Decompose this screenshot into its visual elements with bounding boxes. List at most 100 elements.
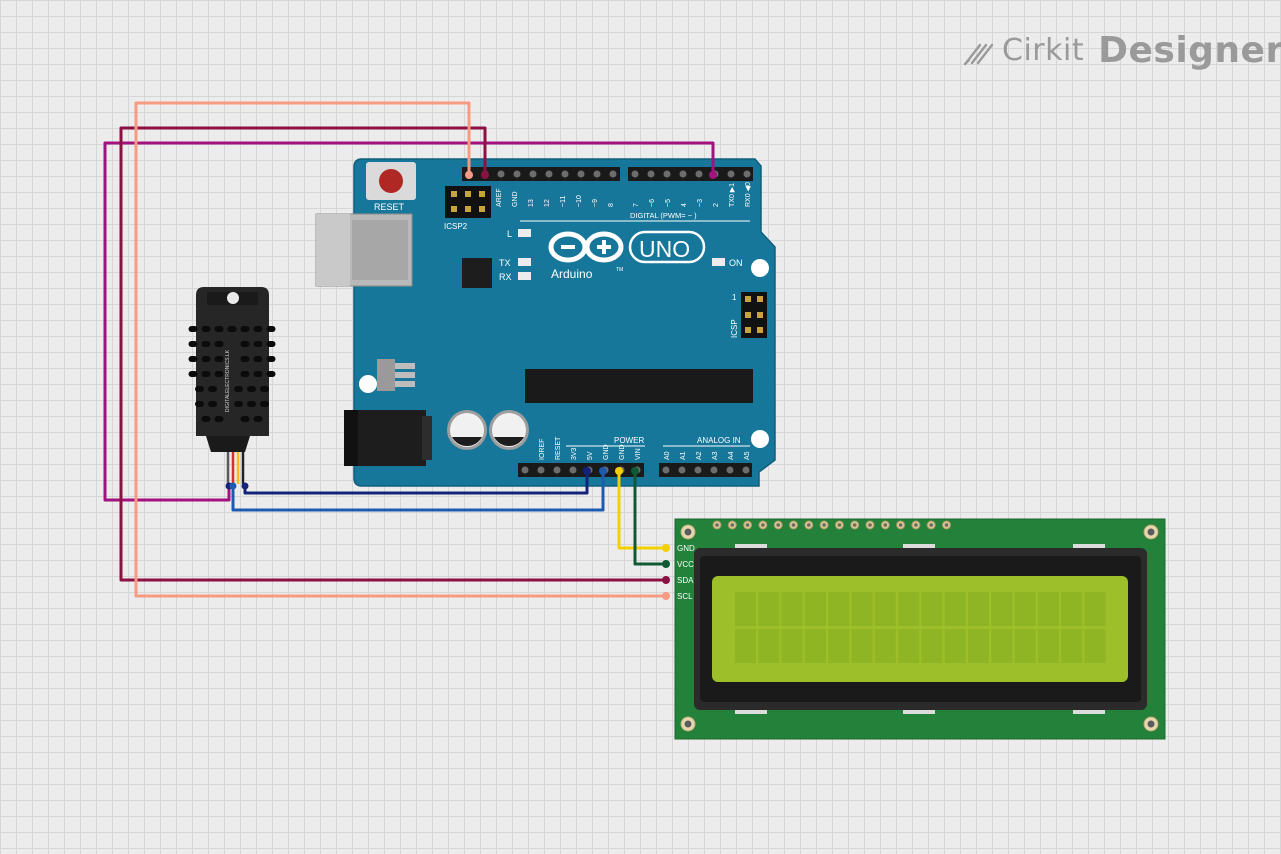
header-pin[interactable] (561, 170, 569, 178)
lcd-header-pin-hole (837, 523, 842, 527)
sensor-vent (214, 341, 224, 347)
header-pin[interactable] (679, 170, 687, 178)
lcd-pin-label-vcc: VCC (677, 560, 694, 569)
lcd-char-cell (851, 629, 873, 663)
lcd-header-pin-hole (807, 523, 811, 527)
lcd-char-cell (781, 592, 803, 626)
lcd-header-pin-hole (883, 523, 888, 527)
pin-label-8: 8 (608, 203, 615, 207)
pin-label-10: ~10 (576, 195, 583, 207)
pin-label-9: ~9 (592, 199, 599, 207)
sensor-vent (247, 386, 256, 392)
reset-label: RESET (374, 202, 405, 212)
pin-label-12: 12 (544, 199, 551, 207)
pin-label-a2: A2 (696, 451, 703, 460)
sensor-vent (214, 326, 224, 332)
wire-sensor-vcc[interactable] (231, 471, 605, 512)
lcd-char-cell (1014, 592, 1036, 626)
pin-label-gnd: GND (512, 191, 519, 207)
sensor-vent (253, 356, 263, 362)
circuit-pen-icon (963, 43, 994, 66)
lcd-char-cell (944, 592, 966, 626)
wire-sensor-data-to-d2[interactable] (103, 141, 715, 502)
sensor-vent (195, 401, 204, 407)
lcd-header-pin-hole (761, 523, 765, 527)
icsp-pin1-label: 1 (732, 293, 737, 302)
reset-button-cap[interactable] (379, 169, 403, 193)
header-pin[interactable] (743, 170, 751, 178)
header-pin[interactable] (513, 170, 521, 178)
header-pin[interactable] (577, 170, 585, 178)
sensor-vent (240, 356, 250, 362)
sensor-vent (240, 416, 250, 422)
sensor-vent (201, 341, 211, 347)
wire-lcd-vcc[interactable] (633, 471, 666, 566)
led-tx (518, 258, 531, 266)
sensor-vent (266, 341, 276, 347)
sensor-vent (227, 326, 237, 332)
digital-header-left[interactable] (462, 167, 620, 181)
lcd-char-cell (828, 592, 850, 626)
lcd-char-cell (968, 592, 989, 626)
brand-suffix: Designer (1098, 29, 1281, 71)
header-pin[interactable] (529, 170, 537, 178)
sensor-vent (195, 386, 204, 392)
header-pin[interactable] (727, 170, 735, 178)
pin-label-tx0-1: TX0 ▶1 (729, 183, 736, 207)
lcd-pin-label-sda: SDA (677, 576, 694, 585)
pin-label-a4: A4 (728, 451, 735, 460)
lcd-char-cell (735, 592, 756, 626)
digital-header-right[interactable] (628, 167, 753, 181)
lcd-header-pin-hole (944, 523, 949, 527)
header-pin[interactable] (569, 466, 577, 474)
lcd-char-cell (874, 592, 896, 626)
header-pin[interactable] (593, 170, 601, 178)
led-rx (518, 272, 531, 280)
header-pin[interactable] (521, 466, 529, 474)
sensor-vent (247, 401, 256, 407)
sensor-vent (214, 416, 224, 422)
header-pin[interactable] (694, 466, 702, 474)
lcd-header-pin-hole (914, 523, 918, 527)
wire-sda[interactable] (119, 126, 666, 582)
analog-header[interactable] (659, 463, 752, 477)
lcd-header-pin-hole (898, 523, 903, 527)
header-pin[interactable] (631, 170, 639, 178)
header-pin[interactable] (545, 170, 553, 178)
led-tx-label: TX (499, 258, 511, 268)
sensor-vent (234, 386, 243, 392)
header-pin[interactable] (662, 466, 670, 474)
header-pin[interactable] (678, 466, 686, 474)
dht22-sensor[interactable]: DIGITALELECTRONICS.LK (188, 287, 276, 484)
header-pin[interactable] (742, 466, 750, 474)
wire-scl[interactable] (134, 101, 666, 598)
lcd-pin-label-scl: SCL (677, 592, 693, 601)
sensor-vent (253, 371, 263, 377)
pin-label-3v3: 3V3 (571, 447, 578, 460)
pin-label-2: 2 (713, 203, 720, 207)
sensor-vent (266, 356, 276, 362)
header-pin[interactable] (647, 170, 655, 178)
sensor-vent (208, 386, 217, 392)
power-header-label: POWER (614, 436, 644, 445)
header-pin[interactable] (710, 466, 718, 474)
power-header[interactable] (518, 463, 644, 477)
sensor-vent (253, 326, 263, 332)
pin-label-a3: A3 (712, 451, 719, 460)
header-pin[interactable] (497, 170, 505, 178)
pin-label-13: 13 (528, 199, 535, 207)
led-on-label: ON (729, 258, 743, 268)
header-pin[interactable] (609, 170, 617, 178)
sensor-vent (214, 356, 224, 362)
wire-lcd-gnd[interactable] (617, 471, 666, 550)
icsp-label: ICSP (730, 319, 739, 338)
led-rx-label: RX (499, 272, 512, 282)
header-pin[interactable] (726, 466, 734, 474)
header-pin[interactable] (537, 466, 545, 474)
header-pin[interactable] (663, 170, 671, 178)
lcd-char-cell (944, 629, 966, 663)
header-pin[interactable] (553, 466, 561, 474)
header-pin[interactable] (695, 170, 703, 178)
